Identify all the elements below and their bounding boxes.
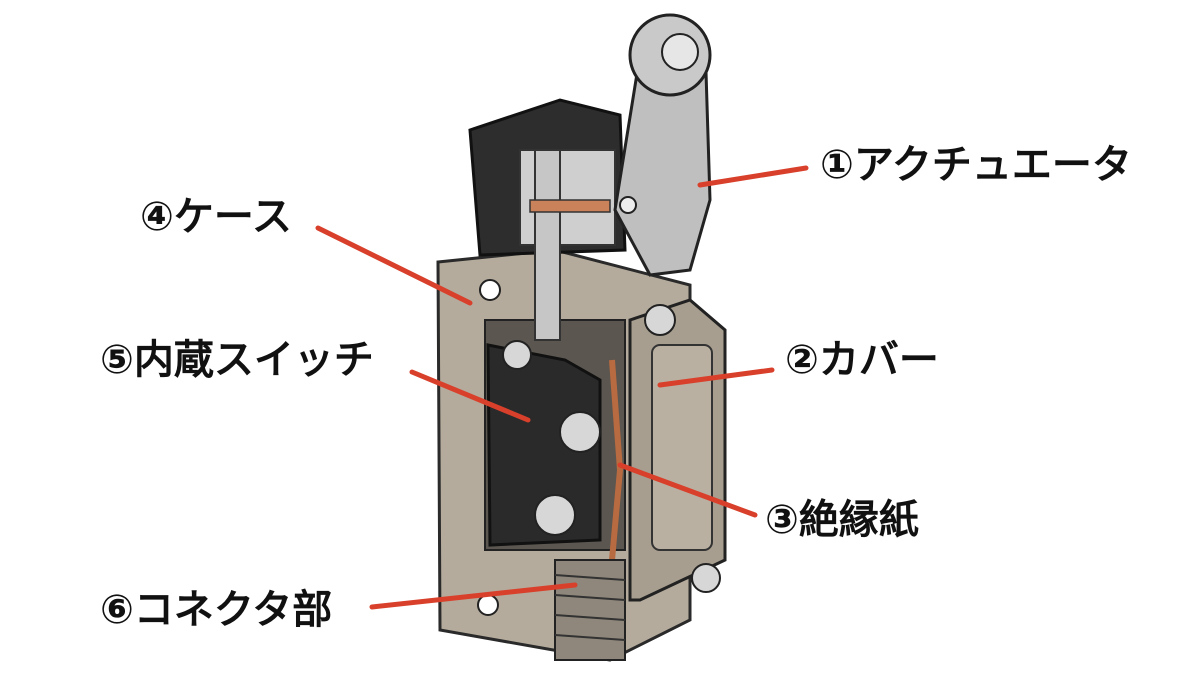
leader-internal-switch — [409, 369, 531, 423]
screw — [691, 563, 721, 593]
screw — [502, 340, 532, 370]
label-cover: ②カバー — [785, 337, 939, 383]
copper-linkage — [529, 199, 611, 213]
leader-lines — [315, 165, 809, 610]
plunger — [534, 149, 561, 341]
screw — [644, 304, 676, 336]
internal-switch-body — [486, 343, 602, 547]
label-insulating-paper: ③絶縁紙 — [765, 497, 919, 543]
insulating-paper-strip — [609, 359, 624, 561]
label-case: ④ケース — [140, 194, 292, 240]
leader-actuator — [697, 165, 809, 188]
screw — [559, 411, 601, 453]
leader-insulating-paper — [617, 462, 758, 518]
leader-case — [315, 225, 473, 306]
screw — [534, 494, 576, 536]
label-actuator: ①アクチュエータ — [820, 142, 1132, 188]
label-internal-switch: ⑤内蔵スイッチ — [100, 337, 374, 383]
label-connector: ⑥コネクタ部 — [100, 587, 333, 633]
leader-connector — [369, 582, 578, 610]
leader-cover — [657, 367, 775, 388]
